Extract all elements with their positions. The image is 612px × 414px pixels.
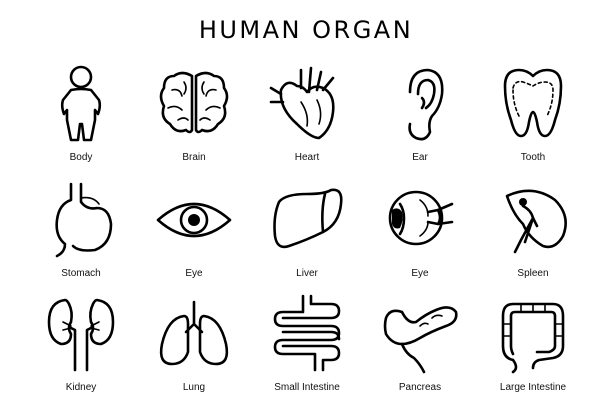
icon-grid: Body Brain Heart Ear Toot — [0, 60, 612, 400]
icon-label-heart: Heart — [294, 152, 320, 163]
icon-label-ear: Ear — [412, 152, 428, 163]
ear-icon — [408, 68, 444, 141]
icon-card-brain: Brain — [133, 60, 255, 172]
spleen-icon — [505, 189, 567, 254]
tooth-icon — [503, 68, 563, 138]
icon-card-ear: Ear — [359, 60, 481, 172]
icon-card-kidney: Kidney — [20, 290, 142, 402]
small-intestine-icon — [273, 294, 341, 372]
pancreas-icon — [383, 306, 458, 374]
icon-label-liver: Liver — [296, 268, 318, 279]
icon-label-lung: Lung — [182, 382, 206, 393]
icon-card-spleen: Spleen — [472, 176, 594, 288]
liver-icon — [273, 188, 343, 249]
icon-card-eye: Eye — [133, 176, 255, 288]
large-intestine-icon — [501, 302, 565, 374]
icon-label-tooth: Tooth — [520, 152, 546, 163]
body-icon — [60, 65, 102, 142]
lung-icon — [159, 300, 229, 366]
icon-label-body: Body — [69, 152, 93, 163]
icon-card-small-intestine: Small Intestine — [246, 290, 368, 402]
icon-card-body: Body — [20, 60, 142, 172]
icon-label-eye: Eye — [185, 268, 203, 279]
icon-card-eyeball: Eye — [359, 176, 481, 288]
icon-label-pancreas: Pancreas — [398, 382, 442, 393]
brain-icon — [159, 71, 229, 134]
icon-label-eyeball: Eye — [411, 268, 429, 279]
eyeball-icon — [388, 190, 454, 246]
stomach-icon — [55, 182, 113, 258]
icon-label-kidney: Kidney — [65, 382, 97, 393]
icon-card-stomach: Stomach — [20, 176, 142, 288]
page-title: HUMAN ORGAN — [198, 16, 414, 44]
icon-label-brain: Brain — [182, 152, 206, 163]
icon-card-heart: Heart — [246, 60, 368, 172]
icon-label-stomach: Stomach — [61, 268, 101, 279]
icon-card-large-intestine: Large Intestine — [472, 290, 594, 402]
kidney-icon — [47, 298, 115, 372]
eye-icon — [156, 202, 232, 238]
icon-card-tooth: Tooth — [472, 60, 594, 172]
icon-label-large-intestine: Large Intestine — [499, 382, 567, 393]
heart-icon — [269, 66, 335, 140]
icon-label-spleen: Spleen — [517, 268, 549, 279]
icon-card-liver: Liver — [246, 176, 368, 288]
icon-label-small-intestine: Small Intestine — [274, 382, 340, 393]
icon-card-lung: Lung — [133, 290, 255, 402]
icon-card-pancreas: Pancreas — [359, 290, 481, 402]
